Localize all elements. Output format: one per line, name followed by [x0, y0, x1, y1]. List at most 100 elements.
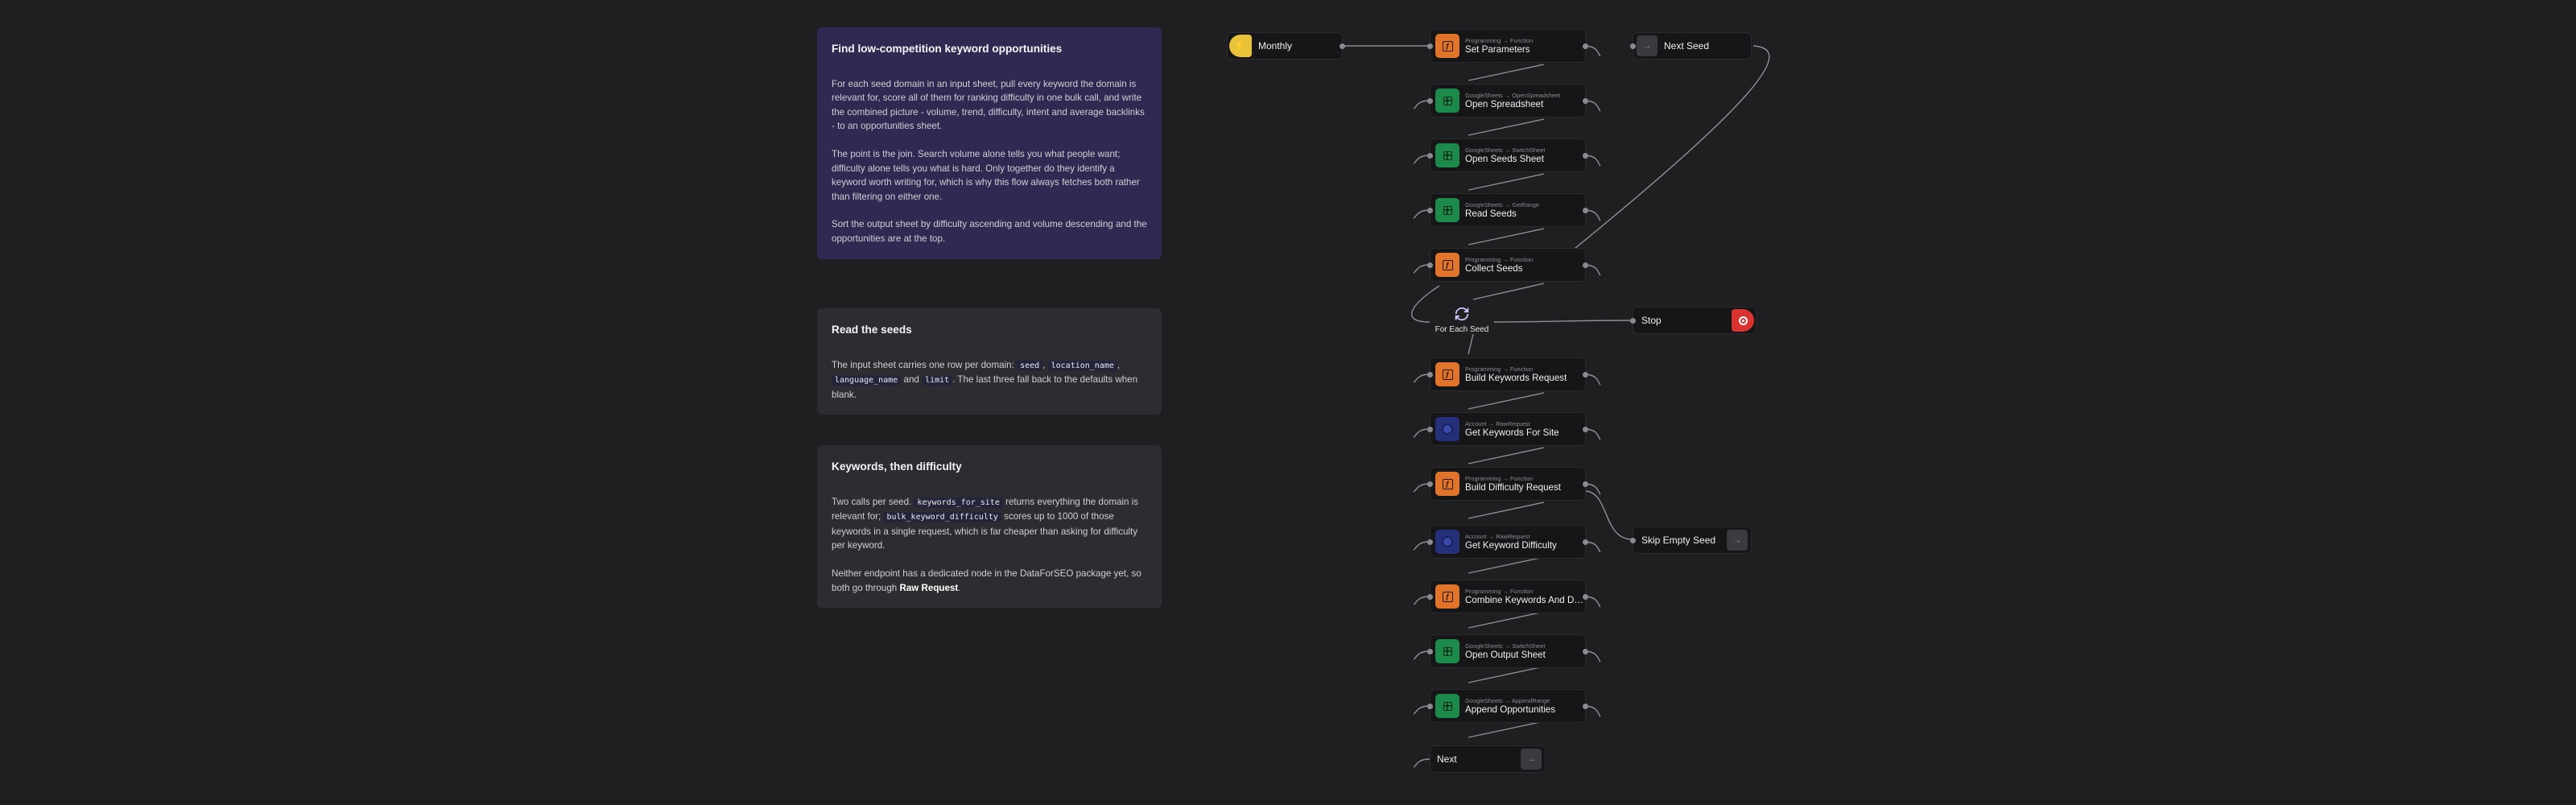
- wire: [1468, 392, 1545, 410]
- input-port[interactable]: [1630, 43, 1636, 49]
- note-paragraph: Two calls per seed. keywords_for_site re…: [832, 496, 1139, 551]
- input-port[interactable]: [1427, 153, 1433, 159]
- input-port[interactable]: [1630, 318, 1636, 324]
- wire: [1468, 611, 1545, 629]
- output-port[interactable]: [1340, 43, 1345, 49]
- output-port[interactable]: [1583, 481, 1588, 487]
- wire: [1493, 320, 1633, 323]
- output-port[interactable]: [1583, 43, 1588, 49]
- note-read-seeds[interactable]: Read the seeds The input sheet carries o…: [817, 308, 1162, 415]
- note-paragraph: The input sheet carries one row per doma…: [832, 359, 1138, 400]
- input-port[interactable]: [1427, 539, 1433, 545]
- function-icon: ƒ: [1435, 362, 1459, 386]
- next-seed-node[interactable]: → Next Seed: [1630, 32, 1752, 60]
- node-title: Get Keywords For Site: [1465, 427, 1559, 438]
- wire: [1413, 596, 1430, 605]
- api-icon: [1435, 417, 1459, 441]
- wire: [1413, 155, 1430, 164]
- input-port[interactable]: [1427, 427, 1433, 432]
- input-port[interactable]: [1630, 538, 1636, 543]
- loop-label: For Each Seed: [1435, 325, 1489, 334]
- wire: [1413, 758, 1430, 768]
- node-subtitle: Programming → Function: [1465, 37, 1534, 44]
- output-port[interactable]: [1583, 262, 1588, 268]
- input-port[interactable]: [1427, 704, 1433, 709]
- node-title: Append Opportunities: [1465, 704, 1556, 715]
- node-subtitle: Programming → Function: [1465, 365, 1534, 373]
- output-port[interactable]: [1583, 649, 1588, 654]
- input-port[interactable]: [1427, 43, 1433, 49]
- output-port[interactable]: [1583, 98, 1588, 104]
- input-port[interactable]: [1427, 649, 1433, 654]
- node-title: Open Seeds Sheet: [1465, 154, 1544, 164]
- sheet-icon: [1435, 694, 1459, 718]
- wire: [1413, 541, 1430, 551]
- input-port[interactable]: [1427, 594, 1433, 600]
- note-overview[interactable]: Find low-competition keyword opportuniti…: [817, 27, 1162, 259]
- note-paragraph: Sort the output sheet by difficulty asce…: [832, 219, 1147, 244]
- arrow-icon: →: [1637, 35, 1657, 56]
- loop-icon: [1455, 307, 1469, 321]
- node-title: Get Keyword Difficulty: [1465, 540, 1557, 551]
- output-port[interactable]: [1583, 153, 1588, 159]
- input-port[interactable]: [1427, 98, 1433, 104]
- note-paragraph: For each seed domain in an input sheet, …: [832, 78, 1145, 132]
- stop-node[interactable]: Stop: [1630, 307, 1757, 334]
- arrow-icon: →: [1521, 749, 1542, 770]
- node-subtitle: Account → RawRequest: [1465, 533, 1530, 540]
- next-label: Next: [1437, 753, 1457, 765]
- output-port[interactable]: [1583, 594, 1588, 600]
- stop-icon: [1732, 309, 1754, 332]
- node-title: Open Spreadsheet: [1465, 99, 1544, 109]
- node-subtitle: GoogleSheets → SwitchSheet: [1465, 642, 1546, 650]
- sheet-icon: [1435, 198, 1459, 222]
- skip-empty-seed-node[interactable]: Skip Empty Seed →: [1630, 526, 1752, 554]
- input-port[interactable]: [1427, 208, 1433, 213]
- wire: [1468, 720, 1545, 738]
- trigger-monthly[interactable]: ⚡ Monthly: [1227, 32, 1345, 60]
- input-port[interactable]: [1427, 262, 1433, 268]
- node-subtitle: GoogleSheets → SwitchSheet: [1465, 147, 1546, 154]
- node-title: Read Seeds: [1465, 208, 1517, 219]
- input-port[interactable]: [1427, 372, 1433, 378]
- sheet-icon: [1435, 639, 1459, 663]
- output-port[interactable]: [1583, 427, 1588, 432]
- node-title: Build Keywords Request: [1465, 373, 1567, 383]
- output-port[interactable]: [1583, 372, 1588, 378]
- input-port[interactable]: [1427, 481, 1433, 487]
- raw-request-bold: Raw Request: [899, 582, 959, 593]
- note-keywords-difficulty[interactable]: Keywords, then difficulty Two calls per …: [817, 445, 1162, 609]
- wire: [1468, 173, 1545, 191]
- node-subtitle: GoogleSheets → GetRange: [1465, 201, 1540, 208]
- next-node[interactable]: Next →: [1430, 745, 1546, 773]
- wire: [1413, 100, 1430, 109]
- skip-label: Skip Empty Seed: [1641, 535, 1716, 546]
- wire: [1472, 283, 1545, 300]
- output-port[interactable]: [1583, 208, 1588, 213]
- output-port[interactable]: [1583, 539, 1588, 545]
- lightning-icon: ⚡: [1229, 35, 1252, 57]
- node-subtitle: GoogleSheets → OpenSpreadsheet: [1465, 92, 1561, 99]
- node-subtitle: GoogleSheets → AppendRange: [1465, 697, 1550, 704]
- code-language-name: language_name: [832, 375, 902, 386]
- function-icon: ƒ: [1435, 253, 1459, 277]
- node-subtitle: Programming → Function: [1465, 588, 1534, 595]
- output-port[interactable]: [1583, 704, 1588, 709]
- node-title: Collect Seeds: [1465, 263, 1523, 274]
- stop-label: Stop: [1641, 315, 1662, 326]
- for-each-seed-node[interactable]: For Each Seed: [1430, 301, 1494, 338]
- wire: [1468, 666, 1545, 683]
- node-title: Combine Keywords And Difficulty: [1465, 595, 1585, 605]
